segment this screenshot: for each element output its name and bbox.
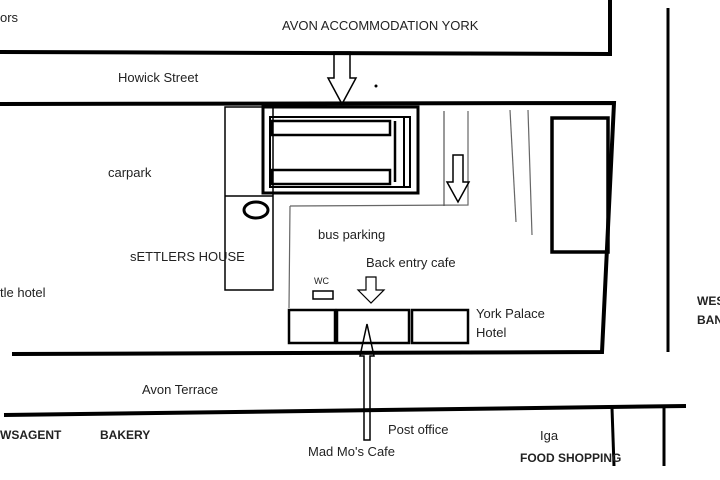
label-back-entry-cafe: Back entry cafe bbox=[366, 255, 456, 270]
shop-box-1 bbox=[287, 308, 337, 345]
label-bus-parking: bus parking bbox=[318, 227, 386, 242]
label-howick-street: Howick Street bbox=[118, 70, 199, 85]
bus-parking-area bbox=[288, 111, 469, 309]
label-mad-mos-cafe: Mad Mo's Cafe bbox=[308, 444, 396, 459]
label-iga: Iga bbox=[540, 428, 559, 443]
settlers-house-building bbox=[224, 106, 274, 291]
arrow-down-accommodation bbox=[326, 51, 358, 106]
label-avon-accommodation: AVON ACCOMMODATION YORK bbox=[282, 18, 479, 33]
label-avon-terrace: Avon Terrace bbox=[142, 382, 219, 397]
settlers-house-oval bbox=[242, 200, 270, 220]
label-carpark: carpark bbox=[108, 165, 152, 180]
label-west-2: BAN bbox=[697, 313, 720, 327]
label-settlers-house: sETTLERS HOUSE bbox=[130, 249, 245, 264]
label-york-palace-2: Hotel bbox=[476, 325, 507, 340]
shop-box-3 bbox=[410, 308, 470, 345]
arrow-down-cafe bbox=[356, 276, 386, 304]
accommodation-building-inner bbox=[269, 116, 411, 188]
label-bakery: BAKERY bbox=[100, 428, 151, 442]
label-west-1: WES bbox=[697, 294, 720, 308]
arrow-down-right bbox=[445, 154, 471, 204]
label-wc: WC bbox=[314, 276, 329, 286]
label-post-office: Post office bbox=[388, 422, 449, 437]
wc-box bbox=[312, 290, 334, 300]
label-top-left: ors bbox=[0, 10, 19, 25]
shop-box-2 bbox=[335, 308, 411, 345]
right-building bbox=[550, 116, 610, 254]
label-newsagent: WSAGENT bbox=[0, 428, 62, 442]
label-york-palace-1: York Palace bbox=[476, 306, 545, 321]
label-castle-hotel: tle hotel bbox=[0, 285, 46, 300]
street-edge-bottom bbox=[3, 404, 687, 417]
label-food-shopping: FOOD SHOPPING bbox=[520, 451, 622, 465]
accommodation-building-outer bbox=[261, 105, 420, 195]
arrow-up-cafe bbox=[359, 323, 375, 441]
street-edge-top bbox=[0, 0, 612, 57]
